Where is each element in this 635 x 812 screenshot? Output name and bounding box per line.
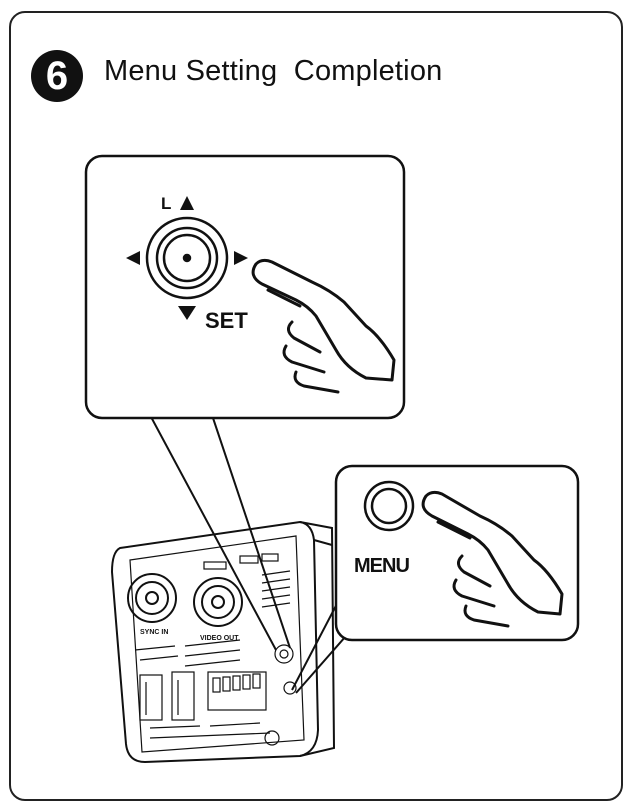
menu-label: MENU (354, 555, 409, 577)
set-label: SET (205, 308, 248, 333)
callout-pointers (149, 414, 361, 694)
page-title: Menu Setting Completion (104, 55, 443, 87)
joystick-callout-box (84, 154, 406, 420)
menu-callout-box (334, 464, 580, 642)
sync-in-label: SYNC IN (140, 629, 168, 636)
lock-label: L (161, 194, 171, 213)
pointing-hand-icon (251, 258, 396, 394)
arrow-left-icon (126, 251, 140, 265)
camera-back-panel (110, 520, 336, 764)
joystick-button[interactable] (145, 216, 229, 300)
pointing-hand-icon (421, 490, 564, 628)
video-out-label: VIDEO OUT (200, 635, 239, 642)
instruction-frame (9, 11, 623, 801)
sync-in-connector (127, 573, 177, 623)
menu-button[interactable] (363, 480, 415, 532)
step-number-badge: 6 (31, 50, 83, 102)
arrow-right-icon (234, 251, 248, 265)
arrow-up-icon (180, 196, 194, 210)
direction-arrows (126, 196, 248, 320)
arrow-down-icon (178, 306, 196, 320)
video-out-connector (193, 577, 243, 627)
